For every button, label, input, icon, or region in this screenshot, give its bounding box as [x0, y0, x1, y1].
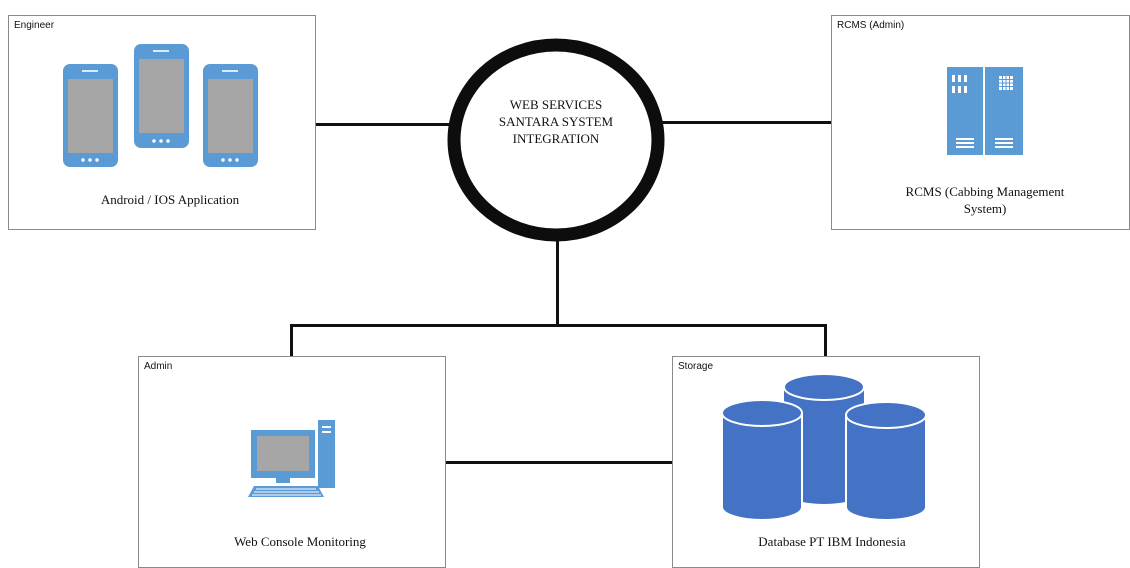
- connector-branch-admin: [290, 324, 293, 358]
- connector-branch-horizontal: [290, 324, 827, 327]
- rcms-caption-line2: System): [963, 201, 1007, 216]
- desktop-computer-icon: [248, 420, 335, 497]
- rcms-caption-line1: RCMS (Cabbing Management: [905, 184, 1065, 199]
- hub-title: WEB SERVICES SANTARA SYSTEM INTEGRATION: [446, 96, 666, 147]
- engineer-box-label: Engineer: [14, 20, 55, 31]
- engineer-caption: Android / IOS Application: [100, 192, 240, 207]
- mobile-phones-icon: [63, 44, 258, 167]
- admin-box-label: Admin: [144, 361, 173, 372]
- storage-box-label: Storage: [678, 361, 714, 372]
- connector-admin-storage: [445, 461, 673, 464]
- connector-engineer-hub: [316, 123, 451, 126]
- server-cabinet-icon: [947, 67, 1023, 155]
- connector-branch-storage: [824, 324, 827, 358]
- admin-caption: Web Console Monitoring: [234, 534, 366, 549]
- hub-title-line1: WEB SERVICES: [509, 97, 603, 112]
- hub-ring: [447, 38, 665, 242]
- rcms-caption: RCMS (Cabbing Management System): [870, 183, 1100, 217]
- storage-caption: Database PT IBM Indonesia: [758, 534, 906, 549]
- database-cylinders-icon: [721, 374, 927, 520]
- connector-hub-down: [556, 240, 559, 326]
- hub-title-line2: SANTARA SYSTEM: [498, 114, 614, 129]
- rcms-box-label: RCMS (Admin): [837, 20, 905, 31]
- hub-title-line3: INTEGRATION: [512, 131, 600, 146]
- connector-hub-rcms: [662, 121, 832, 124]
